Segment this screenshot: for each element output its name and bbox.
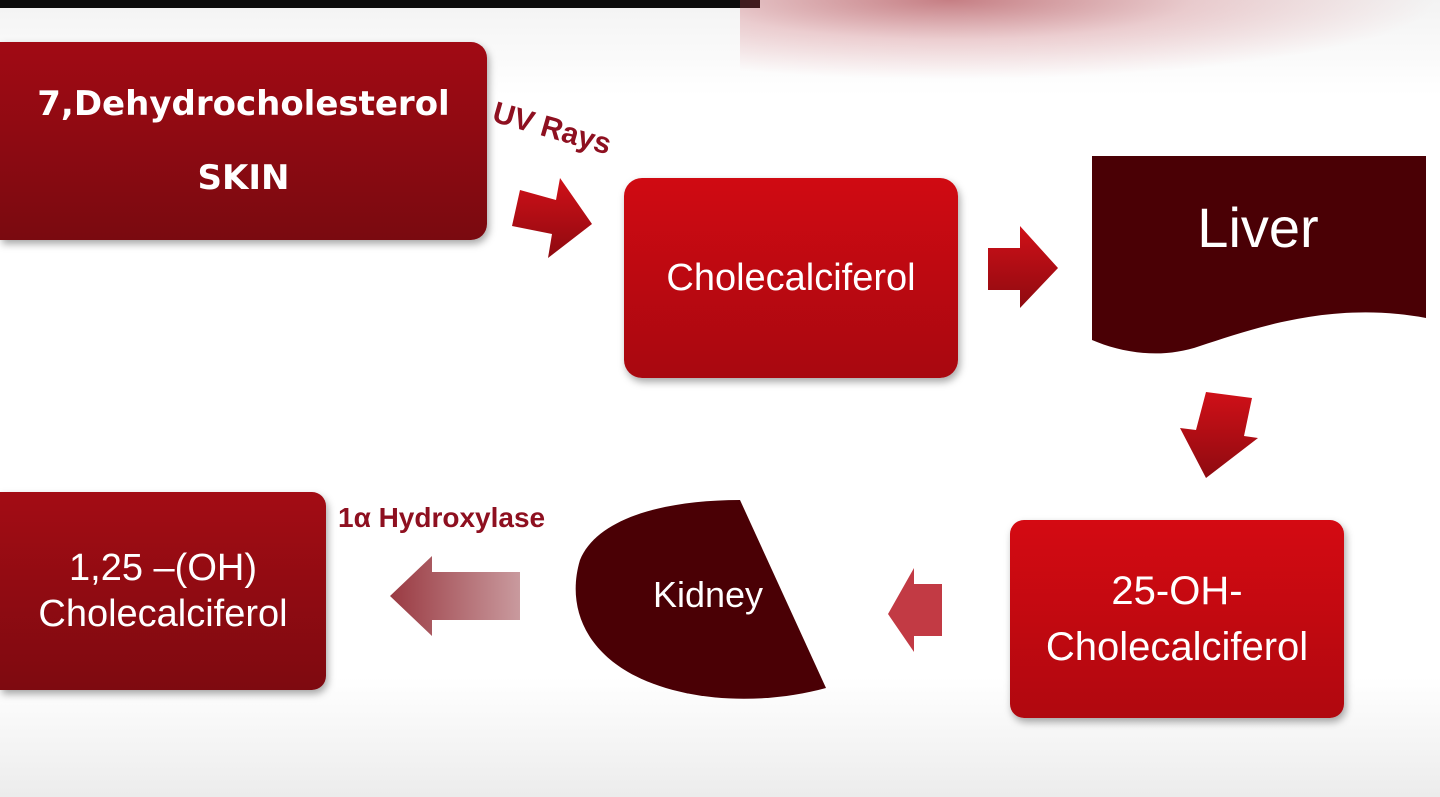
arrow-cholecalciferol-to-liver xyxy=(988,226,1058,308)
node-kidney-label: Kidney xyxy=(652,574,764,615)
liver-shape xyxy=(1092,156,1426,354)
node-cholecalciferol-label: Cholecalciferol xyxy=(666,256,916,299)
kidney-shape xyxy=(575,500,826,699)
node-skin-line1: 7,Dehydrocholesterol xyxy=(37,84,450,124)
node-1-25-dihydroxy-cholecalciferol: 1,25 –(OH) Cholecalciferol xyxy=(0,492,326,690)
node-liver-label: Liver xyxy=(1197,196,1319,259)
node-125-line1: 1,25 –(OH) xyxy=(69,547,257,589)
node-25-oh-cholecalciferol: 25-OH- Cholecalciferol xyxy=(1010,520,1344,718)
arrow-kidney-to-125 xyxy=(390,556,520,636)
node-25oh-line1: 25-OH- xyxy=(1111,569,1243,613)
node-cholecalciferol: Cholecalciferol xyxy=(624,178,958,378)
node-25oh-line2: Cholecalciferol xyxy=(1045,625,1309,669)
header-decoration xyxy=(740,0,1440,80)
top-dark-bar xyxy=(0,0,760,8)
arrow-liver-to-25oh xyxy=(1180,392,1258,478)
arrow-skin-to-cholecalciferol xyxy=(512,178,592,258)
edge-label-1alpha-hydroxylase: 1α Hydroxylase xyxy=(338,502,546,533)
node-125-line2: Cholecalciferol xyxy=(38,593,288,635)
arrow-25oh-to-kidney xyxy=(888,568,942,652)
node-7-dehydrocholesterol-skin: 7,Dehydrocholesterol SKIN xyxy=(0,42,487,240)
node-skin-line2: SKIN xyxy=(197,158,290,198)
